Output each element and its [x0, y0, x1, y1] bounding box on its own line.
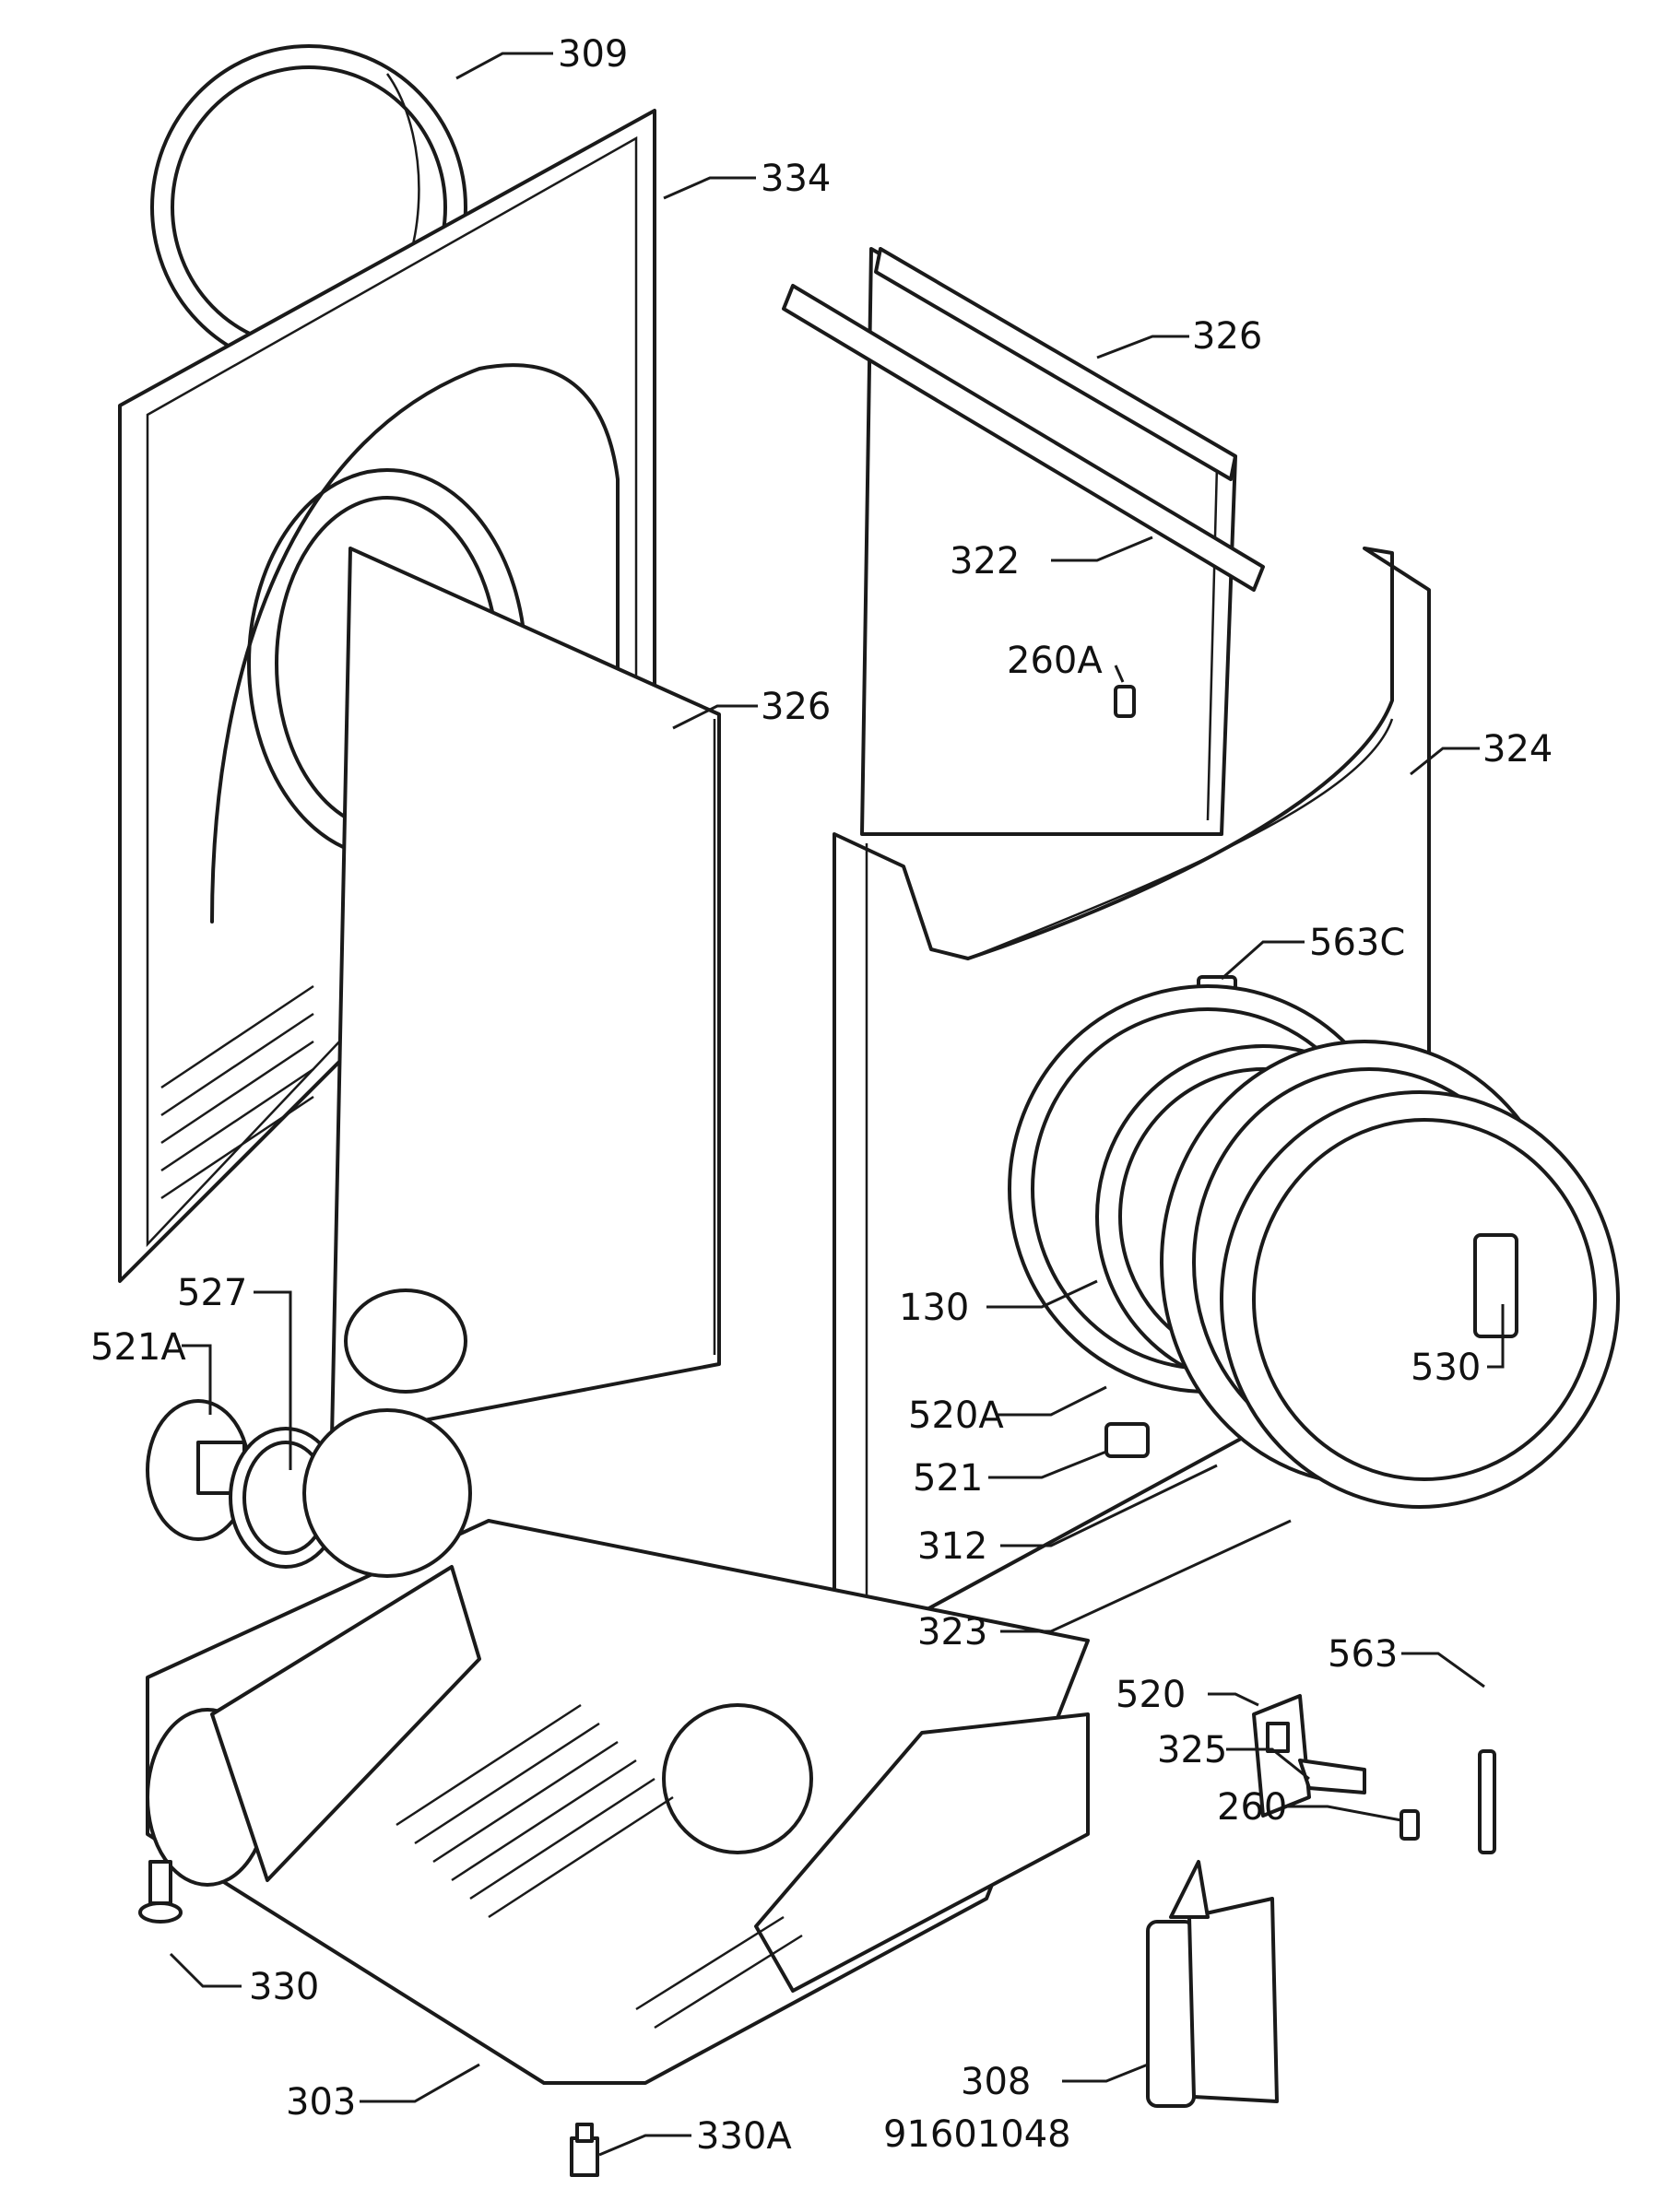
callout-260: 260: [1217, 1786, 1287, 1829]
callout-325: 325: [1157, 1729, 1227, 1771]
callout-308: 308: [961, 2061, 1031, 2103]
part-rail-322: [782, 284, 1265, 592]
callout-520: 520: [1116, 1674, 1186, 1716]
part-hinge-arm-325: [1298, 1759, 1366, 1794]
callout-303: 303: [286, 2081, 356, 2124]
callout-520a: 520A: [908, 1394, 1004, 1437]
part-filter-521a: [146, 1399, 251, 1541]
callout-323: 323: [917, 1611, 987, 1653]
callout-312: 312: [917, 1525, 987, 1568]
part-screw-260: [1399, 1809, 1420, 1841]
callout-330a: 330A: [696, 2115, 792, 2158]
part-side-panel-326: [330, 547, 721, 1440]
callout-309: 309: [558, 33, 628, 76]
part-foot-330a: [570, 2123, 599, 2177]
callout-530: 530: [1411, 1347, 1481, 1389]
callout-527: 527: [177, 1272, 247, 1314]
callout-324: 324: [1482, 728, 1553, 771]
callout-labels: 309 334 326 322 260A 326 324 563C 527 52…: [90, 33, 1553, 2158]
part-base-303: [146, 1408, 1090, 2085]
part-hinge-308: [1146, 1860, 1279, 2108]
part-foot-330: [138, 1860, 183, 1924]
part-door-assembly: [1008, 984, 1620, 1509]
callout-521a: 521A: [90, 1326, 186, 1369]
part-clip-260a: [1114, 685, 1136, 718]
callout-130: 130: [899, 1287, 969, 1329]
leader-lines: [169, 52, 1505, 2157]
callout-563: 563: [1328, 1633, 1398, 1676]
part-latch-521: [1104, 1422, 1150, 1458]
callout-322: 322: [950, 540, 1020, 582]
callout-260a: 260A: [1007, 640, 1103, 682]
callout-330: 330: [249, 1966, 319, 2008]
callout-326-mid: 326: [761, 686, 831, 728]
callout-334: 334: [761, 158, 831, 200]
part-pin-563: [1478, 1749, 1496, 1854]
callout-326-top: 326: [1192, 315, 1262, 358]
callout-563c: 563C: [1309, 922, 1405, 964]
callout-521: 521: [913, 1457, 983, 1500]
drawing-number: 91601048: [883, 2113, 1071, 2156]
